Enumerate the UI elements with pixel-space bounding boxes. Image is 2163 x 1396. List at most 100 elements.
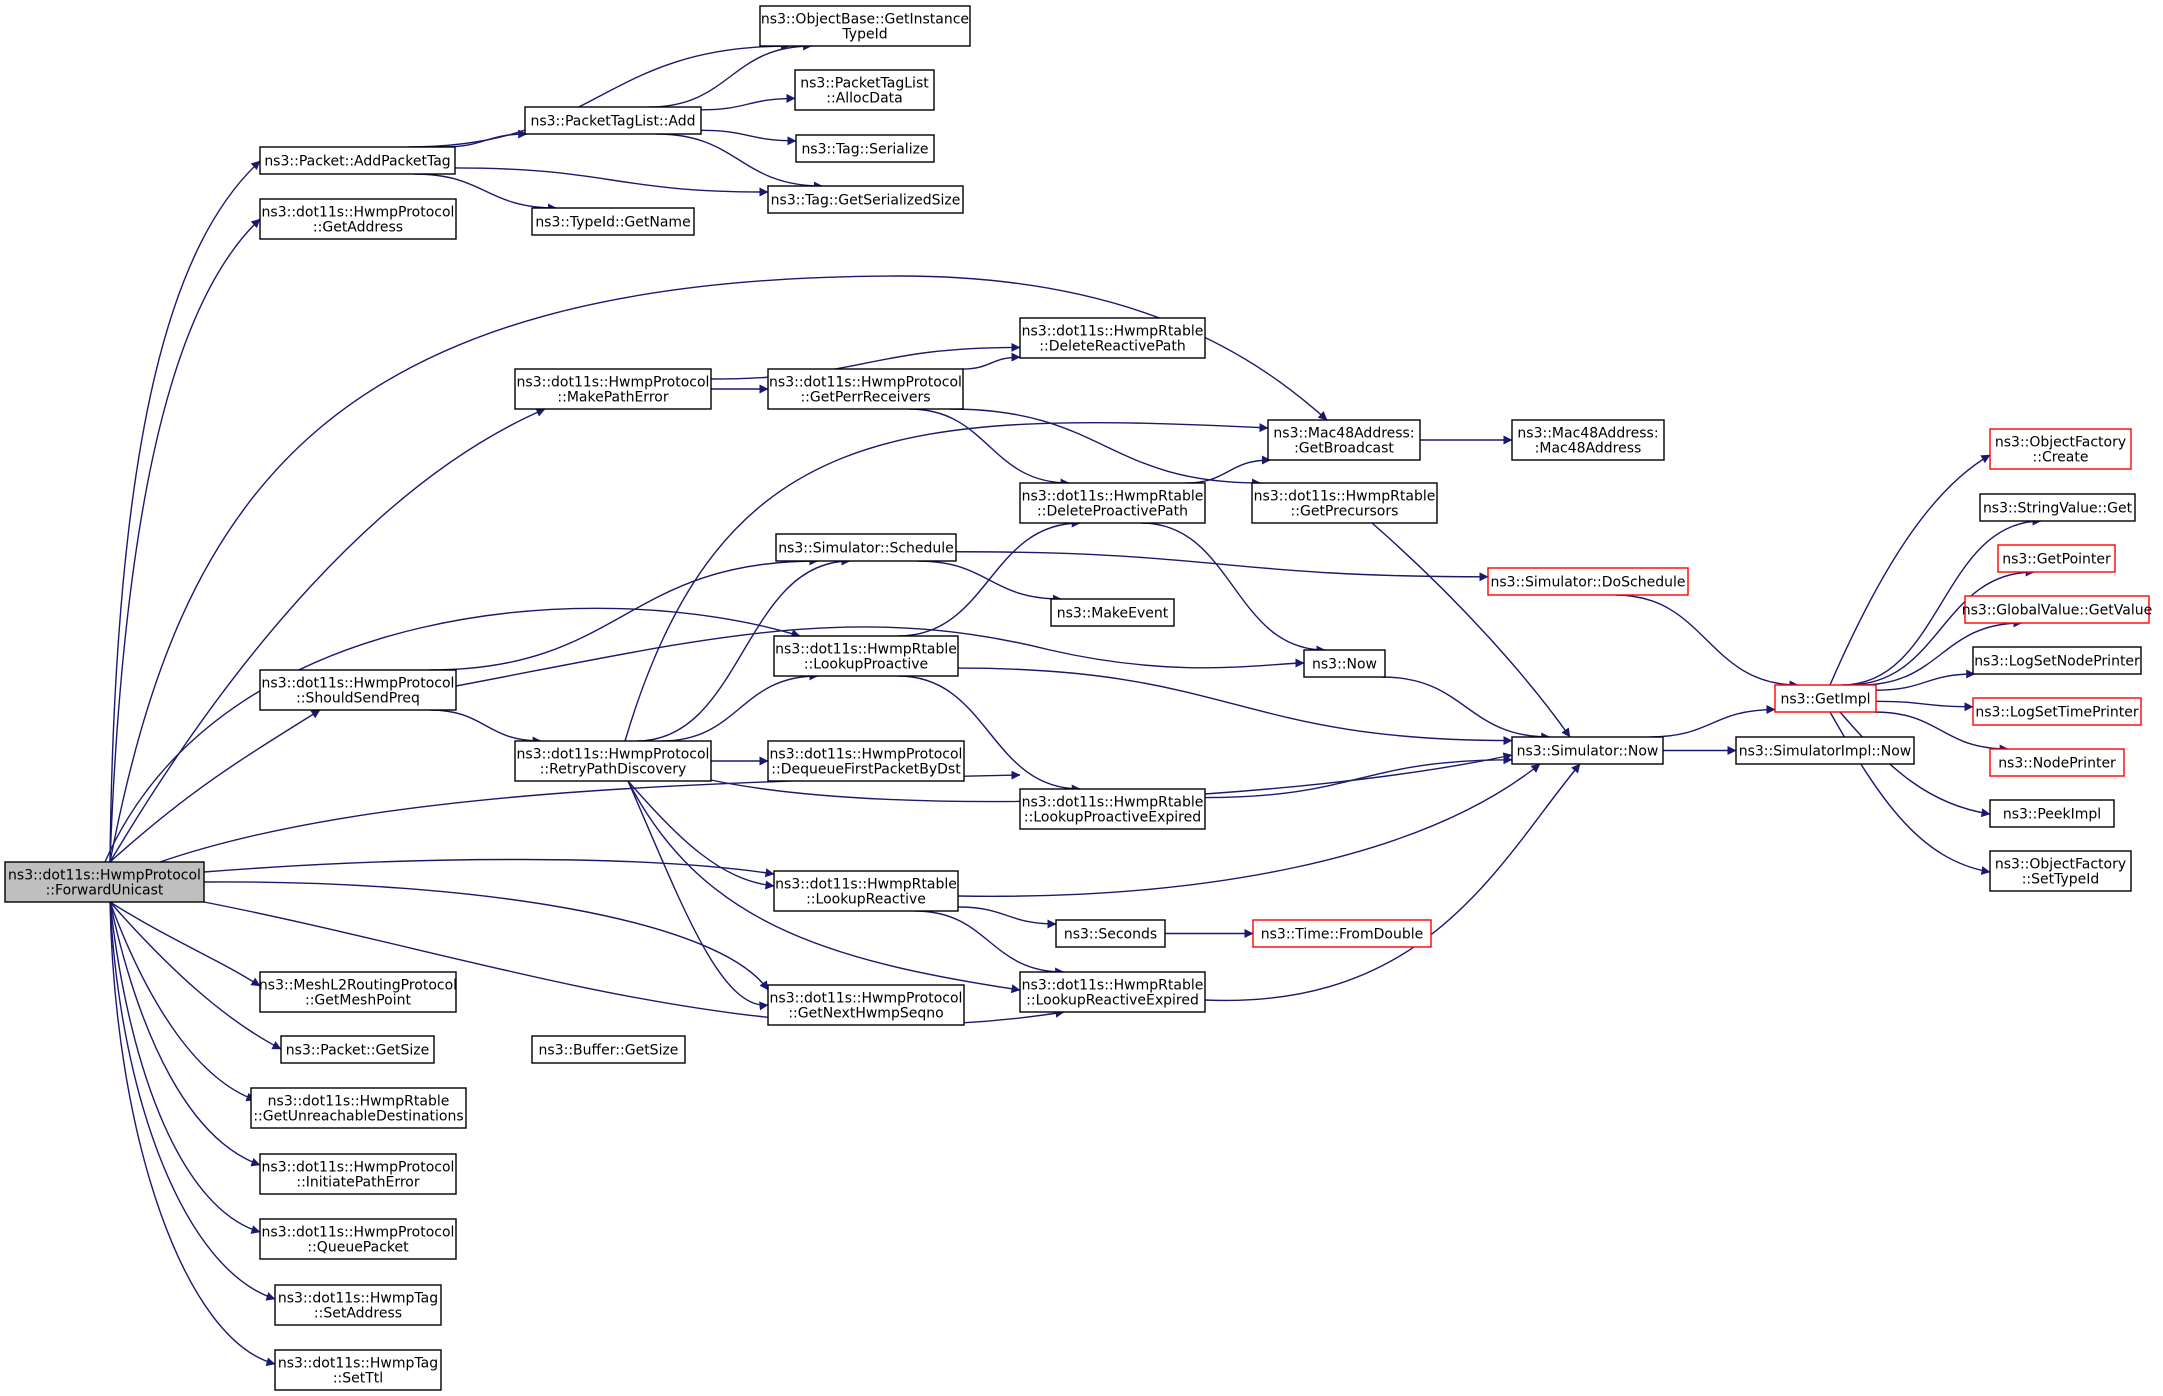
- node-label-line: ns3::LogSetNodePrinter: [1974, 654, 2140, 670]
- node-label-line: ns3::Simulator::Now: [1517, 744, 1659, 760]
- node-fromdbl[interactable]: ns3::Time::FromDouble: [1252, 919, 1432, 948]
- node-makepe[interactable]: ns3::dot11s::HwmpProtocol::MakePathError: [514, 368, 712, 410]
- edge-arrow: [414, 173, 557, 213]
- node-delpro[interactable]: ns3::dot11s::HwmpRtable::DeleteProactive…: [1019, 482, 1206, 524]
- node-ptladd[interactable]: ns3::PacketTagList::Add: [524, 106, 702, 135]
- edge-arrow: [429, 556, 819, 671]
- node-alloc[interactable]: ns3::PacketTagList::AllocData: [794, 69, 935, 111]
- node-label-line: ns3::dot11s::HwmpRtable: [1022, 489, 1204, 505]
- node-mac48[interactable]: ns3::Mac48Address::Mac48Address: [1511, 419, 1665, 461]
- node-box: [767, 984, 965, 1026]
- node-addtag[interactable]: ns3::Packet::AddPacketTag: [259, 146, 456, 175]
- node-box: [514, 740, 712, 782]
- node-peek[interactable]: ns3::PeekImpl: [1989, 799, 2115, 828]
- node-retry[interactable]: ns3::dot11s::HwmpProtocol::RetryPathDisc…: [514, 740, 712, 782]
- node-settype[interactable]: ns3::ObjectFactory::SetTypeId: [1989, 850, 2132, 892]
- edge-arrow: [1847, 567, 2035, 686]
- node-setaddr[interactable]: ns3::dot11s::HwmpTag::SetAddress: [274, 1284, 442, 1326]
- node-box: [280, 1035, 435, 1064]
- node-tagser[interactable]: ns3::Tag::Serialize: [795, 134, 935, 163]
- edge-getimpl-to-getptr: [1847, 567, 2035, 686]
- node-mkevent[interactable]: ns3::MakeEvent: [1050, 598, 1175, 627]
- edge-retry-to-bcast: [624, 421, 1269, 742]
- node-bcast[interactable]: ns3::Mac48Address::GetBroadcast: [1267, 419, 1421, 461]
- node-lookreact[interactable]: ns3::dot11s::HwmpRtable::LookupReactive: [773, 870, 959, 912]
- node-box: [514, 368, 712, 410]
- node-queue[interactable]: ns3::dot11s::HwmpProtocol::QueuePacket: [259, 1218, 457, 1260]
- node-label-line: ::Create: [2033, 450, 2089, 466]
- edge-arrow: [914, 910, 1065, 977]
- edge-arrow: [898, 675, 1081, 794]
- node-initpe[interactable]: ns3::dot11s::HwmpProtocol::InitiatePathE…: [259, 1153, 457, 1195]
- node-svget[interactable]: ns3::StringValue::Get: [1979, 493, 2136, 522]
- node-ofcreate[interactable]: ns3::ObjectFactory::Create: [1989, 428, 2132, 470]
- node-seconds[interactable]: ns3::Seconds: [1055, 919, 1166, 948]
- node-label-line: ns3::PacketTagList: [800, 76, 929, 92]
- node-getname[interactable]: ns3::TypeId::GetName: [531, 207, 695, 236]
- node-label-line: ::GetPerrReceivers: [800, 390, 930, 406]
- edge-schedule-to-dosched: [955, 551, 1489, 582]
- edge-arrow: [1875, 669, 1976, 691]
- edge-lookreact-to-simnow: [957, 763, 1541, 897]
- node-lookproexp[interactable]: ns3::dot11s::HwmpRtable::LookupProactive…: [1019, 788, 1206, 830]
- edge-arrow: [1829, 711, 1991, 875]
- edge-arrow: [627, 780, 1021, 994]
- node-getaddr[interactable]: ns3::dot11s::HwmpProtocol::GetAddress: [259, 198, 457, 240]
- edge-arrow: [1204, 763, 1581, 1002]
- node-precurs[interactable]: ns3::dot11s::HwmpRtable::GetPrecursors: [1251, 482, 1438, 524]
- node-sendpreq[interactable]: ns3::dot11s::HwmpProtocol::ShouldSendPre…: [259, 669, 457, 711]
- edge-lookproexp-to-simnow: [1204, 755, 1513, 799]
- node-label-line: ::MakePathError: [557, 390, 668, 406]
- node-bufsize[interactable]: ns3::Buffer::GetSize: [531, 1035, 686, 1064]
- node-nextseq[interactable]: ns3::dot11s::HwmpProtocol::GetNextHwmpSe…: [767, 984, 965, 1026]
- node-box: [259, 1218, 457, 1260]
- node-nodepr[interactable]: ns3::NodePrinter: [1989, 748, 2125, 777]
- node-unreach[interactable]: ns3::dot11s::HwmpRtable::GetUnreachableD…: [250, 1087, 467, 1129]
- edge-getimpl-to-svget: [1841, 516, 2042, 686]
- edge-precurs-to-simnow: [1371, 522, 1571, 738]
- node-label-line: ns3::SimulatorImpl::Now: [1739, 744, 1912, 760]
- node-setttl[interactable]: ns3::dot11s::HwmpTag::SetTtl: [274, 1349, 442, 1391]
- node-box: [524, 106, 702, 135]
- node-logtime[interactable]: ns3::LogSetTimePrinter: [1972, 697, 2142, 726]
- node-dequeue[interactable]: ns3::dot11s::HwmpProtocol::DequeueFirstP…: [767, 740, 965, 782]
- node-simnow[interactable]: ns3::Simulator::Now: [1511, 736, 1664, 765]
- node-pgetsize[interactable]: ns3::Packet::GetSize: [280, 1035, 435, 1064]
- node-gvget[interactable]: ns3::GlobalValue::GetValue: [1962, 595, 2152, 624]
- node-now[interactable]: ns3::Now: [1303, 649, 1386, 678]
- node-label-line: ns3::dot11s::HwmpRtable: [775, 642, 957, 658]
- edge-arrow: [203, 858, 775, 878]
- edge-arrow: [661, 671, 819, 742]
- edge-lookreact-to-lookreactexp: [914, 910, 1065, 977]
- node-label-line: ::LookupProactive: [804, 657, 928, 673]
- edge-arrow: [1649, 705, 1776, 738]
- node-delreact[interactable]: ns3::dot11s::HwmpRtable::DeleteReactiveP…: [1019, 317, 1206, 359]
- node-label-line: ns3::dot11s::HwmpProtocol: [770, 747, 963, 763]
- edge-getimpl-to-ofcreate: [1829, 454, 1991, 686]
- edge-arrow: [898, 518, 1081, 637]
- node-fwd[interactable]: ns3::dot11s::HwmpProtocol::ForwardUnicas…: [4, 861, 205, 903]
- node-dosched[interactable]: ns3::Simulator::DoSchedule: [1487, 567, 1689, 596]
- node-label-line: ::GetNextHwmpSeqno: [788, 1006, 943, 1022]
- node-lookreactexp[interactable]: ns3::dot11s::HwmpRtable::LookupReactiveE…: [1019, 971, 1206, 1013]
- node-implnow[interactable]: ns3::SimulatorImpl::Now: [1735, 736, 1915, 765]
- node-label-line: ns3::ObjectFactory: [1995, 857, 2126, 873]
- edge-ptladd-to-alloc: [700, 93, 796, 111]
- node-lognode[interactable]: ns3::LogSetNodePrinter: [1972, 646, 2142, 675]
- node-tagsize[interactable]: ns3::Tag::GetSerializedSize: [767, 185, 964, 214]
- node-lookpro[interactable]: ns3::dot11s::HwmpRtable::LookupProactive: [773, 635, 959, 677]
- node-label-line: ::SetAddress: [314, 1306, 402, 1322]
- node-label-line: ns3::Packet::GetSize: [286, 1043, 429, 1059]
- node-meshpt[interactable]: ns3::MeshL2RoutingProtocol::GetMeshPoint: [259, 971, 457, 1013]
- node-perrrecv[interactable]: ns3::dot11s::HwmpProtocol::GetPerrReceiv…: [767, 368, 964, 410]
- edge-retry-to-lookreact: [627, 780, 775, 890]
- node-getimpl[interactable]: ns3::GetImpl: [1774, 684, 1877, 713]
- node-schedule[interactable]: ns3::Simulator::Schedule: [775, 533, 957, 562]
- node-label-line: :GetBroadcast: [1294, 441, 1394, 457]
- node-label-line: ::QueuePacket: [307, 1240, 409, 1256]
- node-getptr[interactable]: ns3::GetPointer: [1997, 544, 2116, 573]
- node-label-line: ::InitiatePathError: [296, 1175, 420, 1191]
- node-label-line: ns3::dot11s::HwmpProtocol: [770, 991, 963, 1007]
